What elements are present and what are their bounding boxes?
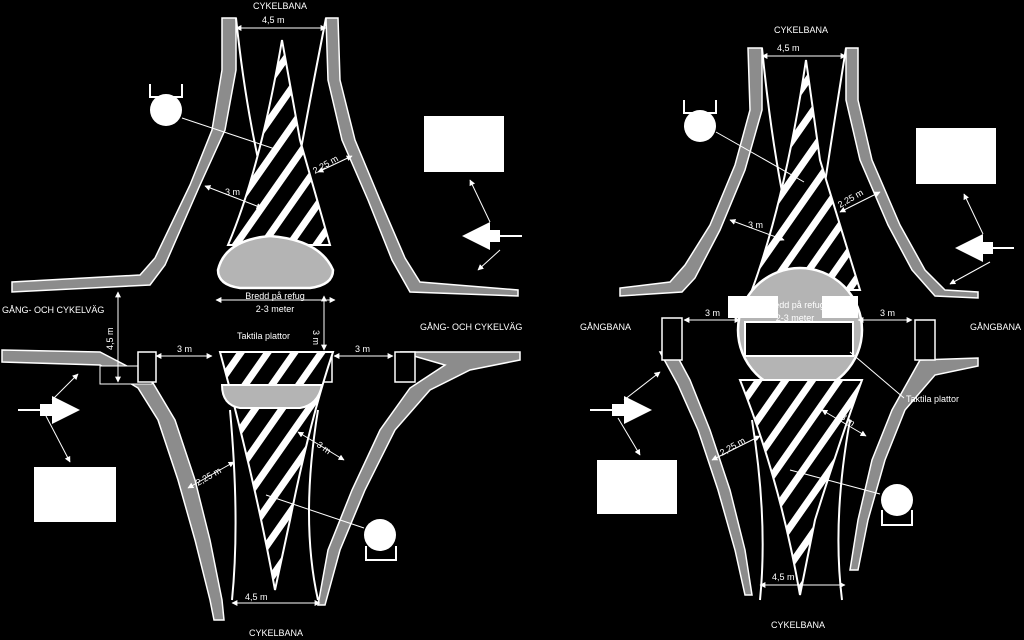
speaker-icon xyxy=(462,179,522,271)
info-box xyxy=(597,460,677,514)
left-curb-lower-right xyxy=(317,351,521,606)
refuge-width-label: Bredd på refug xyxy=(765,300,825,310)
right-cover-left xyxy=(728,296,778,318)
cykelbana-label-bottom: CYKELBANA xyxy=(249,628,303,638)
info-box xyxy=(916,128,996,184)
left-refuge xyxy=(216,234,335,290)
left-tactile-block-right xyxy=(394,351,416,383)
dim-upper-right: 2,25 m xyxy=(311,153,340,175)
speaker-icon xyxy=(590,371,661,456)
info-box xyxy=(34,467,116,522)
cykelbana-label-top: CYKELBANA xyxy=(253,1,307,11)
cykelbana-label-bottom: CYKELBANA xyxy=(771,620,825,630)
right-tactile-block-left xyxy=(661,317,683,361)
tactile-label: Taktila plattor xyxy=(906,394,959,404)
dim-top-width: 4,5 m xyxy=(262,15,285,25)
dim-lower-right: 3 m xyxy=(315,439,333,456)
right-curb-lower-left xyxy=(658,351,753,596)
left-dim-upper-right xyxy=(317,155,353,173)
dim-vertical-center: 3 m xyxy=(311,330,321,345)
left-refuge-lower xyxy=(220,384,324,409)
dim-upper-left: 3 m xyxy=(748,220,763,230)
right-hatched-island-upper xyxy=(750,59,862,291)
left-tactile-block-left xyxy=(137,351,157,383)
dim-top-width: 4,5 m xyxy=(777,43,800,53)
traffic-signal-icon xyxy=(149,84,279,151)
traffic-signal-icon xyxy=(683,100,805,183)
refuge-width-label-2: 2-3 meter xyxy=(256,304,295,314)
left-dim-lower-right xyxy=(297,431,345,461)
left-dim-upper-lane xyxy=(204,185,263,209)
gang-cykelvag-label-left: GÅNG- OCH CYKELVÄG xyxy=(2,305,104,315)
tactile-pointer xyxy=(849,351,905,399)
right-curb-upper-right xyxy=(845,47,979,299)
right-dim-upper-left xyxy=(729,219,785,241)
dim-bottom-width: 4,5 m xyxy=(772,572,795,582)
right-curb-upper-left xyxy=(619,47,763,297)
dim-lower-left: 2,25 m xyxy=(194,465,223,487)
right-tactile-block-right xyxy=(914,319,936,361)
refuge-width-label: Bredd på refug xyxy=(245,291,305,301)
right-dim-upper-right xyxy=(839,191,881,213)
left-curb-upper-left xyxy=(11,17,237,293)
right-curb-lower-right xyxy=(849,357,979,571)
dim-crossing-right: 3 m xyxy=(880,308,895,318)
dim-lower-left: 2,25 m xyxy=(718,435,747,457)
speaker-icon xyxy=(18,373,80,463)
dim-crossing-right: 3 m xyxy=(355,344,370,354)
dim-bottom-width: 4,5 m xyxy=(245,592,268,602)
tactile-label: Taktila plattor xyxy=(237,331,290,341)
dim-crossing-left: 3 m xyxy=(177,344,192,354)
cykelbana-label-top: CYKELBANA xyxy=(774,25,828,35)
right-diagram: CYKELBANA CYKELBANA GÅNGBANA GÅNGBANA 4,… xyxy=(580,25,1021,630)
dim-vertical-left: 4,5 m xyxy=(105,327,115,350)
traffic-signal-icon xyxy=(789,469,913,526)
gang-cykelvag-label-right: GÅNG- OCH CYKELVÄG xyxy=(420,322,522,332)
info-box xyxy=(424,116,504,172)
right-dim-lower-left xyxy=(711,435,761,461)
right-refuge-center-band xyxy=(744,321,854,357)
speaker-icon xyxy=(949,193,1014,285)
right-dim-lower-right xyxy=(821,409,867,437)
refuge-width-label-2: 2-3 meter xyxy=(776,313,815,323)
gangbana-label-right: GÅNGBANA xyxy=(970,322,1021,332)
right-cover-right xyxy=(822,296,858,318)
dim-upper-lane: 3 m xyxy=(225,187,240,197)
left-dim-lower-left xyxy=(187,461,235,489)
traffic-signal-icon xyxy=(265,494,397,561)
dim-crossing-left: 3 m xyxy=(705,308,720,318)
left-diagram: CYKELBANA CYKELBANA GÅNG- OCH CYKELVÄG G… xyxy=(1,1,522,638)
gangbana-label-left: GÅNGBANA xyxy=(580,322,631,332)
